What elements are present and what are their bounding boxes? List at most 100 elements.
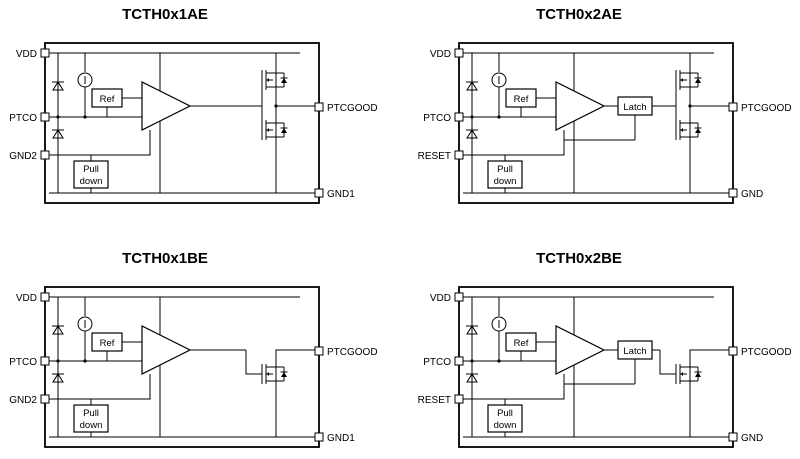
pin-ptco — [40, 356, 50, 366]
pull-down-block — [487, 160, 523, 189]
pin-label-left3: RESET — [418, 395, 451, 406]
pin-label-vdd: VDD — [16, 49, 37, 60]
chip-outline — [44, 286, 320, 448]
pin-label-vdd: VDD — [430, 293, 451, 304]
junction-dot — [83, 115, 87, 119]
pin-label-vdd: VDD — [430, 49, 451, 60]
diode-symbol — [52, 325, 64, 335]
diode-symbol — [466, 373, 478, 383]
mosfet-low-icon — [261, 120, 288, 140]
pin-label-vdd: VDD — [16, 293, 37, 304]
pull-label-2: down — [494, 420, 517, 431]
pin-label-out: PTCGOOD — [327, 347, 378, 358]
mosfet-high-icon — [675, 70, 702, 90]
chip-outline — [458, 42, 734, 204]
pin-label-ptco: PTCO — [9, 357, 37, 368]
pin-label-gnd: GND — [741, 433, 763, 444]
body-diode-symbol — [281, 372, 287, 377]
pin-out — [314, 346, 324, 356]
drain-to-out — [689, 349, 729, 367]
pull-label-2: down — [494, 176, 517, 187]
pin-left3 — [40, 394, 50, 404]
chip-outline — [44, 42, 320, 204]
pin-ptco — [40, 112, 50, 122]
pull-label-2: down — [80, 420, 103, 431]
pin-label-gnd: GND1 — [327, 433, 355, 444]
pin-vdd — [40, 292, 50, 302]
body-diode-symbol — [281, 78, 287, 83]
junction-dot — [83, 359, 87, 363]
diagram-title: TCTH0x1AE — [122, 6, 208, 23]
ref-label: Ref — [514, 338, 529, 349]
ref-label: Ref — [100, 338, 115, 349]
body-diode-symbol — [695, 78, 701, 83]
block-diagram-4: TCTH0x2BEVDDPTCORESETPTCGOODGNDRefPulldo… — [418, 250, 792, 448]
pin-left3 — [454, 150, 464, 160]
mosfet-arrow — [680, 372, 683, 376]
mosfet-arrow — [266, 128, 269, 132]
mosfet-high-icon — [261, 70, 288, 90]
latch-label: Latch — [623, 102, 646, 113]
pin-label-ptco: PTCO — [423, 357, 451, 368]
pull-label-2: down — [80, 176, 103, 187]
pin-vdd — [454, 292, 464, 302]
pull-to-comp — [505, 130, 565, 156]
pin-gnd — [314, 432, 324, 442]
pin-label-ptco: PTCO — [423, 113, 451, 124]
junction-dot — [470, 115, 474, 119]
junction-dot — [274, 104, 278, 108]
mosfet-low-icon — [675, 364, 702, 384]
comparator — [141, 325, 192, 375]
junction-dot — [470, 359, 474, 363]
diode-symbol — [52, 81, 64, 91]
pin-label-left3: RESET — [418, 151, 451, 162]
pin-out — [314, 102, 324, 112]
pin-label-gnd: GND1 — [327, 189, 355, 200]
pull-to-comp — [505, 374, 565, 400]
pin-label-out: PTCGOOD — [741, 103, 792, 114]
pin-label-left3: GND2 — [9, 151, 37, 162]
body-diode-symbol — [695, 372, 701, 377]
ref-label: Ref — [100, 94, 115, 105]
mosfet-arrow — [266, 78, 269, 82]
pin-label-left3: GND2 — [9, 395, 37, 406]
pin-gnd — [728, 188, 738, 198]
diagram-title: TCTH0x1BE — [122, 250, 208, 267]
chip-outline — [458, 286, 734, 448]
block-diagram-2: TCTH0x2AEVDDPTCORESETPTCGOODGNDRefPulldo… — [418, 6, 792, 204]
junction-dot — [497, 115, 501, 119]
diagram-title: TCTH0x2AE — [536, 6, 622, 23]
body-diode-symbol — [695, 128, 701, 133]
pin-vdd — [454, 48, 464, 58]
pull-label-1: Pull — [83, 408, 99, 419]
mosfet-low-icon — [261, 364, 288, 384]
pull-label-1: Pull — [497, 164, 513, 175]
pin-vdd — [40, 48, 50, 58]
pin-ptco — [454, 356, 464, 366]
ref-label: Ref — [514, 94, 529, 105]
comparator — [555, 81, 606, 131]
block-diagram-1: TCTH0x1AEVDDPTCOGND2PTCGOODGND1RefPulldo… — [9, 6, 378, 204]
junction-dot — [56, 115, 60, 119]
drive-to-gate — [245, 350, 262, 375]
drain-to-out — [275, 349, 315, 367]
body-diode-symbol — [281, 128, 287, 133]
mosfet-arrow — [266, 372, 269, 376]
pin-out — [728, 346, 738, 356]
pull-label-1: Pull — [497, 408, 513, 419]
pin-gnd — [728, 432, 738, 442]
pin-left3 — [454, 394, 464, 404]
mosfet-arrow — [680, 78, 683, 82]
pull-to-comp — [91, 374, 151, 400]
diode-symbol — [466, 325, 478, 335]
pin-out — [728, 102, 738, 112]
junction-dot — [688, 104, 692, 108]
pin-left3 — [40, 150, 50, 160]
pull-label-1: Pull — [83, 164, 99, 175]
pin-label-out: PTCGOOD — [327, 103, 378, 114]
junction-dot — [497, 359, 501, 363]
latch-label: Latch — [623, 346, 646, 357]
comparator — [141, 81, 192, 131]
